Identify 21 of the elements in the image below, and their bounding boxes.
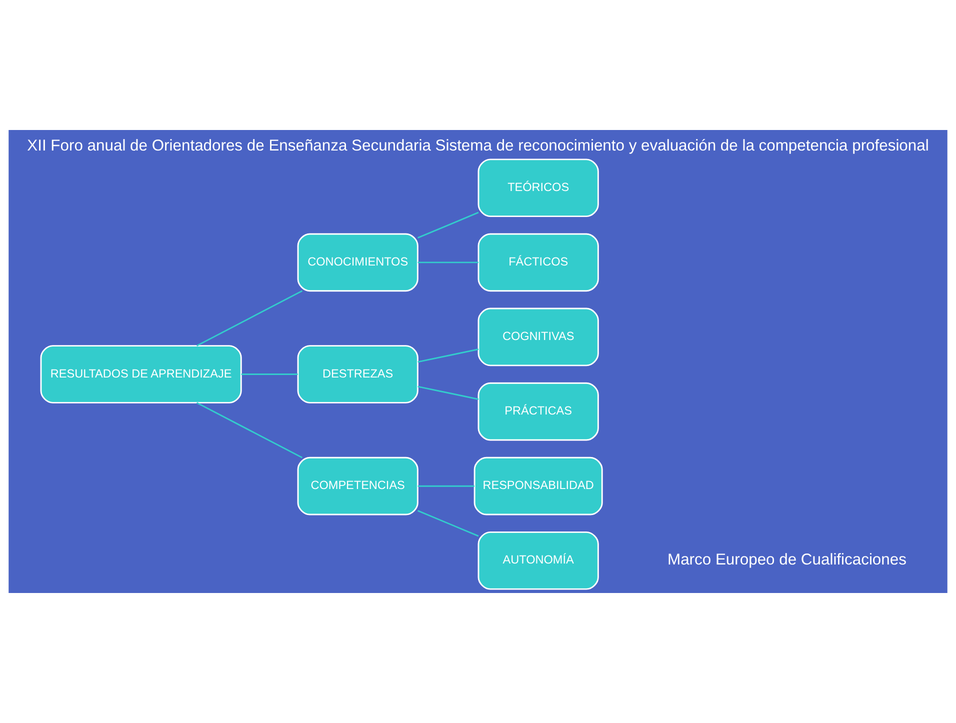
node-box: RESPONSABILIDAD <box>474 456 603 516</box>
connector <box>196 290 303 346</box>
node-box: DESTREZAS <box>297 345 418 404</box>
diagram-title: XII Foro anual de Orientadores de Enseñanza Secundaria Sistema de reconocimiento y evaluación de la competencia profesional <box>27 137 929 154</box>
node-box: COGNITIVAS <box>478 308 599 366</box>
node-box: PRÁCTICAS <box>478 382 599 441</box>
connector <box>418 262 478 264</box>
connector <box>417 212 479 238</box>
connector <box>417 510 479 537</box>
node-box: COMPETENCIAS <box>297 456 418 516</box>
node-box: CONOCIMIENTOS <box>297 233 418 292</box>
node-box: RESULTADOS DE APRENDIZAJE <box>40 345 242 404</box>
node-box: AUTONOMÍA <box>478 531 599 590</box>
caption: Marco Europeo de Cualificaciones <box>668 551 906 568</box>
connector <box>196 402 303 458</box>
connector <box>241 374 298 375</box>
connector <box>418 485 474 487</box>
node-box: TEÓRICOS <box>478 158 599 218</box>
connector <box>418 386 479 400</box>
node-box: FÁCTICOS <box>478 233 599 292</box>
connector <box>418 348 479 363</box>
